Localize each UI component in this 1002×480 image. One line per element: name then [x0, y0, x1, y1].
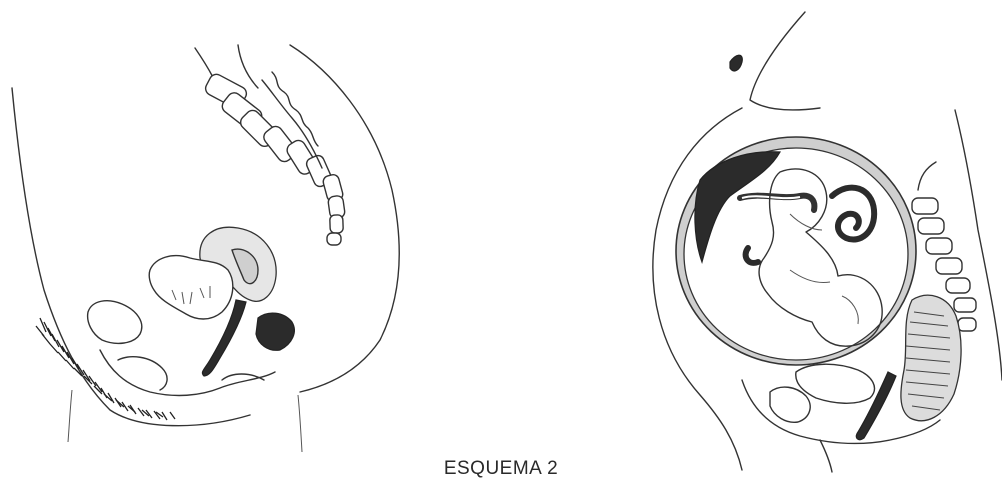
right-back-outline — [955, 110, 1002, 380]
right-chest-outline — [750, 12, 820, 110]
figure-caption: ESQUEMA 2 — [0, 458, 1002, 480]
left-bladder — [149, 256, 233, 319]
right-navel — [730, 55, 742, 71]
left-rectum — [256, 313, 294, 350]
left-thigh-line — [68, 390, 72, 442]
left-pubic-bone — [88, 301, 142, 344]
right-pubic-bone — [770, 387, 810, 422]
left-pelvis-section — [12, 45, 399, 452]
right-pregnancy-section — [653, 12, 1002, 472]
left-spine — [195, 45, 345, 245]
left-thigh-line-2 — [298, 395, 302, 452]
left-buttock-outline — [290, 45, 399, 392]
